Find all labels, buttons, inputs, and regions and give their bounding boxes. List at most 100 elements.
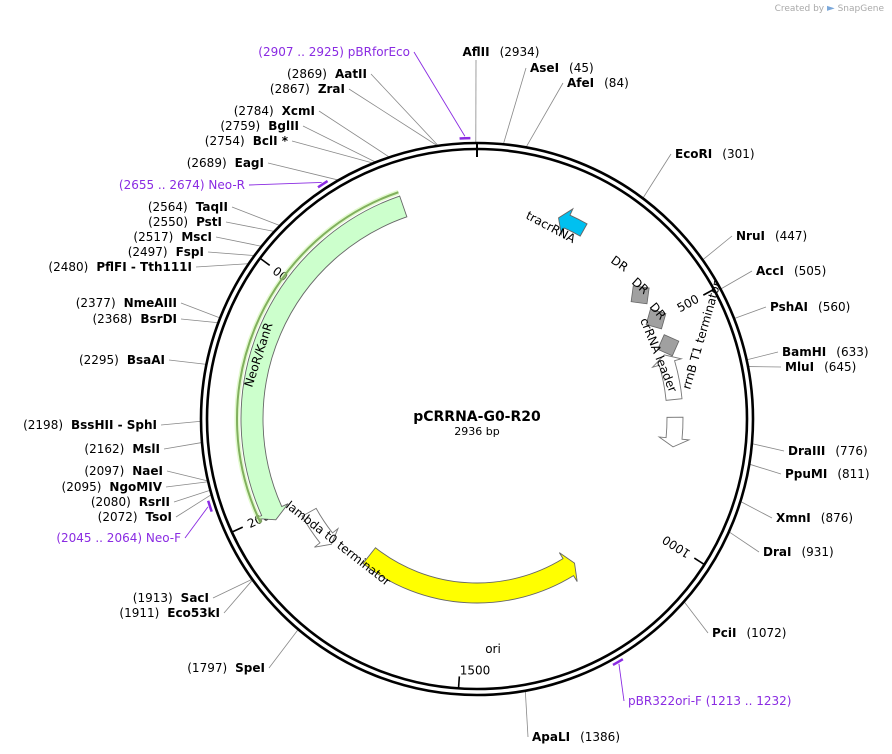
primer-1-label: (2907 .. 2925) pBRforEco [258,45,410,59]
site-msli-leader [163,442,202,450]
site-ngomiv-position: (2095) [62,480,102,494]
site-bglii-leader [302,125,375,162]
tick-2000 [231,526,244,533]
tick-label-1000: 1000 [660,532,693,560]
site-bamhi-label: BamHI [782,345,826,359]
site-naei-position: (2097) [84,464,124,478]
site-draiii-label: DraIII [788,444,825,458]
watermark-prefix: Created by [774,4,825,14]
primer-2-mark [317,179,329,189]
site-pshai-position: (560) [818,300,850,314]
site-mlui-label: MluI [785,360,814,374]
site-aflii-position: (2934) [500,45,540,59]
site-msli-position: (2162) [84,442,124,456]
site-bsaai-leader [168,359,206,365]
primer-1-leader [413,51,466,137]
site-tsoi-label: TsoI [146,510,172,524]
site-fspi-position: (2497) [128,245,168,259]
tick-label-1500: 1500 [460,663,491,677]
site-psti-leader [225,221,274,232]
site-bcli-position: (2754) [205,134,245,148]
primer-2-leader [248,181,322,186]
site-nmeaiii-position: (2377) [76,296,116,310]
site-aatii-label: AatII [335,67,367,81]
site-nmeaiii-leader [180,302,220,319]
site-bsaai-position: (2295) [79,353,119,367]
feature-lambda-t0-terminator-7 [301,507,340,548]
site-psti-position: (2550) [148,215,188,229]
site-rsrii-leader [173,490,210,503]
site-psti-label: PstI [196,215,222,229]
site-apali-leader [524,691,529,738]
site-pflfi-tth111i-label: PflFI - Tth111I [96,260,192,274]
watermark: Created by ► SnapGene [775,3,884,14]
site-leader-lines [160,59,785,738]
tick-1000 [693,557,705,566]
site-pshai-leader [734,306,767,319]
feature-rrnb-t1-terminator-5 [657,416,691,448]
site-zrai-position: (2867) [270,82,310,96]
site-aatii-leader [370,73,438,146]
tick-label-500: 500 [675,292,702,315]
site-aflii-label: AflII [462,45,489,59]
site-acci-position: (505) [794,264,826,278]
site-xcmi-label: XcmI [282,104,315,118]
site-bsaai-label: BsaAI [127,353,165,367]
site-draiii-position: (776) [835,444,867,458]
watermark-brand: SnapGene [837,4,884,14]
site-apali-label: ApaLI [532,730,570,744]
site-asei-label: AseI [530,61,559,75]
site-rsrii-position: (2080) [91,495,131,509]
primer-4-label: pBR322ori-F (1213 .. 1232) [628,694,791,708]
site-zrai-label: ZraI [318,82,345,96]
primer-3-label: (2045 .. 2064) Neo-F [56,531,181,545]
site-bamhi-position: (633) [836,345,868,359]
site-nmeaiii-label: NmeAIII [124,296,177,310]
site-bsshii-sphi-leader [160,420,201,426]
site-bsshii-sphi-position: (2198) [23,418,63,432]
site-eagi-label: EagI [235,156,264,170]
site-acci-leader [721,270,753,289]
site-pshai-label: PshAI [770,300,808,314]
site-eagi-leader [267,162,338,181]
site-pflfi-tth111i-leader [195,263,248,268]
primer-3-leader [184,506,209,539]
site-labels: AflII(2934)AseI(45)AfeI(84)EcoRI(301)Nru… [23,45,870,744]
site-ppumi-leader [750,464,782,475]
site-apali-position: (1386) [580,730,620,744]
site-tsoi-leader [175,494,211,518]
primer-4-leader [618,663,625,702]
site-ppumi-position: (811) [837,467,869,481]
site-aatii-position: (2869) [287,67,327,81]
feature-label-ori-6: ori [485,642,501,656]
feature-dr-3 [657,334,680,357]
site-pcii-position: (1072) [747,626,787,640]
tick-2500 [259,257,271,267]
site-xmni-position: (876) [821,511,853,525]
site-asei-leader [503,67,527,144]
site-ecori-label: EcoRI [675,147,712,161]
primer-2-label: (2655 .. 2674) Neo-R [119,178,245,192]
feature-ori-6 [362,547,578,604]
feature-dr-1 [630,285,650,305]
site-spei-position: (1797) [187,661,227,675]
feature-dr-2 [645,308,667,330]
site-bcli-leader [291,140,372,164]
snapgene-logo-icon: ► [827,3,835,14]
feature-label-lambda-t0-terminator-7: lambda t0 terminator [283,498,393,588]
site-bsrdi-position: (2368) [92,312,132,326]
site-xmni-leader [741,501,773,519]
site-spei-label: SpeI [235,661,265,675]
site-fspi-label: FspI [176,245,204,259]
site-rsrii-label: RsrII [139,495,170,509]
site-msli-label: MslI [132,442,160,456]
site-acci-label: AccI [756,264,784,278]
site-pflfi-tth111i-position: (2480) [48,260,88,274]
site-ecori-leader [643,153,672,198]
site-afei-position: (84) [604,76,629,90]
site-nrui-label: NruI [736,229,765,243]
site-zrai-leader [348,88,437,146]
site-taqii-position: (2564) [148,200,188,214]
site-bsshii-sphi-label: BssHII - SphI [71,418,157,432]
